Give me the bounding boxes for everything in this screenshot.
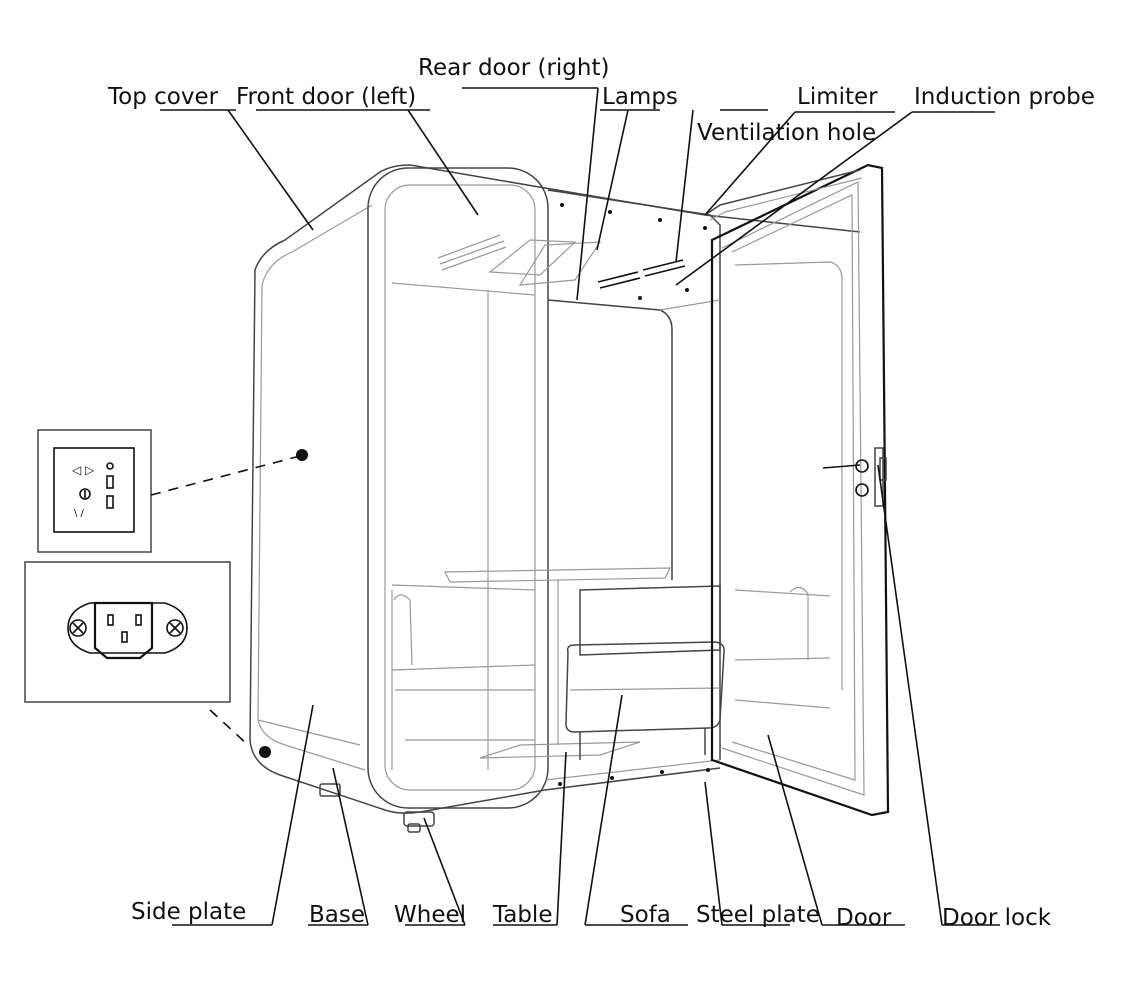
svg-text:\ /: \ / bbox=[74, 508, 85, 519]
open-door-drawing bbox=[710, 163, 890, 817]
label-steel-plate: Steel plate bbox=[696, 902, 820, 928]
label-door: Door bbox=[836, 905, 892, 931]
booth-drawing bbox=[249, 163, 890, 833]
label-lamps: Lamps bbox=[602, 84, 678, 110]
sofa-drawing bbox=[565, 585, 725, 760]
label-sofa: Sofa bbox=[620, 902, 671, 928]
svg-text:◁ ▷: ◁ ▷ bbox=[71, 463, 95, 477]
wall-socket-icon: ◁ ▷ \ / bbox=[37, 429, 152, 553]
label-side-plate: Side plate bbox=[131, 899, 246, 925]
ventilation-grille-front bbox=[437, 234, 507, 271]
label-induction-probe: Induction probe bbox=[914, 84, 1095, 110]
iec-power-inlet-icon bbox=[24, 561, 231, 703]
label-rear-door: Rear door (right) bbox=[418, 55, 609, 81]
label-front-door: Front door (left) bbox=[236, 84, 416, 110]
label-limiter: Limiter bbox=[797, 84, 878, 110]
label-wheel: Wheel bbox=[394, 902, 466, 928]
label-base: Base bbox=[309, 902, 365, 928]
wheel-drawing bbox=[319, 783, 435, 833]
leader-lines bbox=[160, 87, 1000, 926]
ceiling-vents bbox=[597, 259, 686, 289]
label-top-cover: Top cover bbox=[107, 84, 219, 110]
label-table: Table bbox=[492, 902, 552, 928]
labels: Rear door (right) Top cover Front door (… bbox=[107, 55, 1095, 931]
label-ventilation-hole: Ventilation hole bbox=[697, 120, 876, 146]
label-door-lock: Door lock bbox=[942, 905, 1052, 931]
